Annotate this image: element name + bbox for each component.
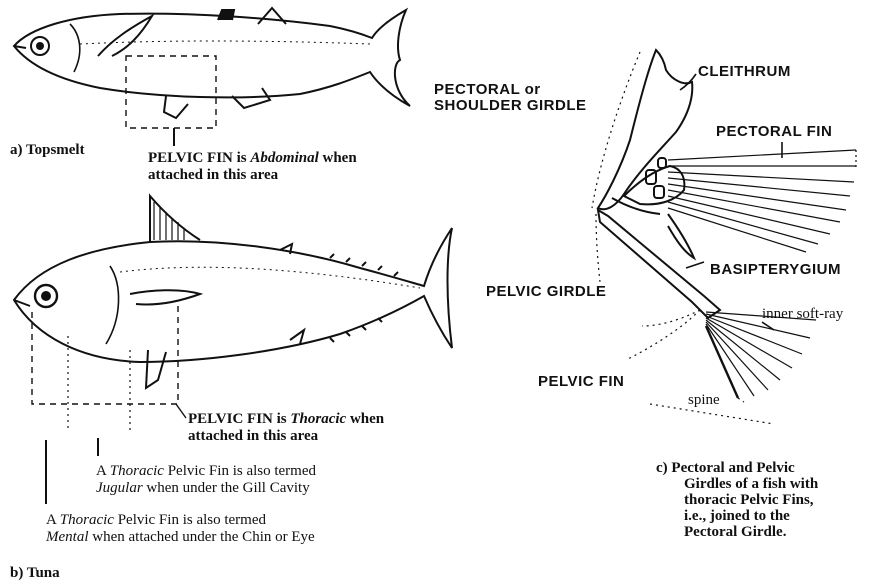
spine-label: spine: [688, 392, 720, 408]
thoracic-zone-box: [32, 300, 178, 404]
jugular-label-line1: A Thoracic Pelvic Fin is also termed: [96, 463, 316, 479]
pectoral-girdle-label-line1: PECTORAL or: [434, 82, 541, 98]
pelvic-girdle-label: PELVIC GIRDLE: [486, 284, 606, 300]
girdle-skeleton: [598, 50, 720, 318]
tuna-fish: [14, 196, 452, 388]
basipterygium-label: BASIPTERYGIUM: [710, 262, 841, 278]
girdles-caption-line4: i.e., joined to the: [684, 508, 790, 524]
topsmelt-fish: [14, 8, 410, 118]
tuna-dorsal-hatching: [154, 202, 184, 240]
abdominal-zone-box: [126, 56, 216, 128]
topsmelt-caption: a) Topsmelt: [10, 142, 85, 158]
pectoral-fin-rays: [668, 150, 856, 252]
mental-label-line1: A Thoracic Pelvic Fin is also termed: [46, 512, 266, 528]
girdles-caption-line2: Girdles of a fish with: [684, 476, 818, 492]
thoracic-label-line2: attached in this area: [188, 428, 318, 444]
jugular-label-line2: Jugular when under the Gill Cavity: [96, 480, 310, 496]
abdominal-label-line1: PELVIC FIN is Abdominal when: [148, 150, 357, 166]
pelvic-fin-rays: [706, 312, 816, 398]
abdominal-label-line2: attached in this area: [148, 167, 278, 183]
thoracic-leader-line: [176, 404, 186, 418]
cleithrum-label: CLEITHRUM: [698, 64, 791, 80]
inner-soft-ray-label: inner soft-ray: [762, 306, 843, 322]
girdles-caption-line5: Pectoral Girdle.: [684, 524, 786, 540]
tuna-caption: b) Tuna: [10, 565, 60, 581]
girdles-caption-line3: thoracic Pelvic Fins,: [684, 492, 814, 508]
pelvic-fin-label: PELVIC FIN: [538, 374, 624, 390]
thoracic-label-line1: PELVIC FIN is Thoracic when: [188, 411, 384, 427]
pectoral-girdle-label-line2: SHOULDER GIRDLE: [434, 98, 587, 114]
pectoral-fin-label: PECTORAL FIN: [716, 124, 832, 140]
girdles-caption-line1: c) Pectoral and Pelvic: [656, 460, 795, 476]
mental-label-line2: Mental when attached under the Chin or E…: [46, 529, 315, 545]
